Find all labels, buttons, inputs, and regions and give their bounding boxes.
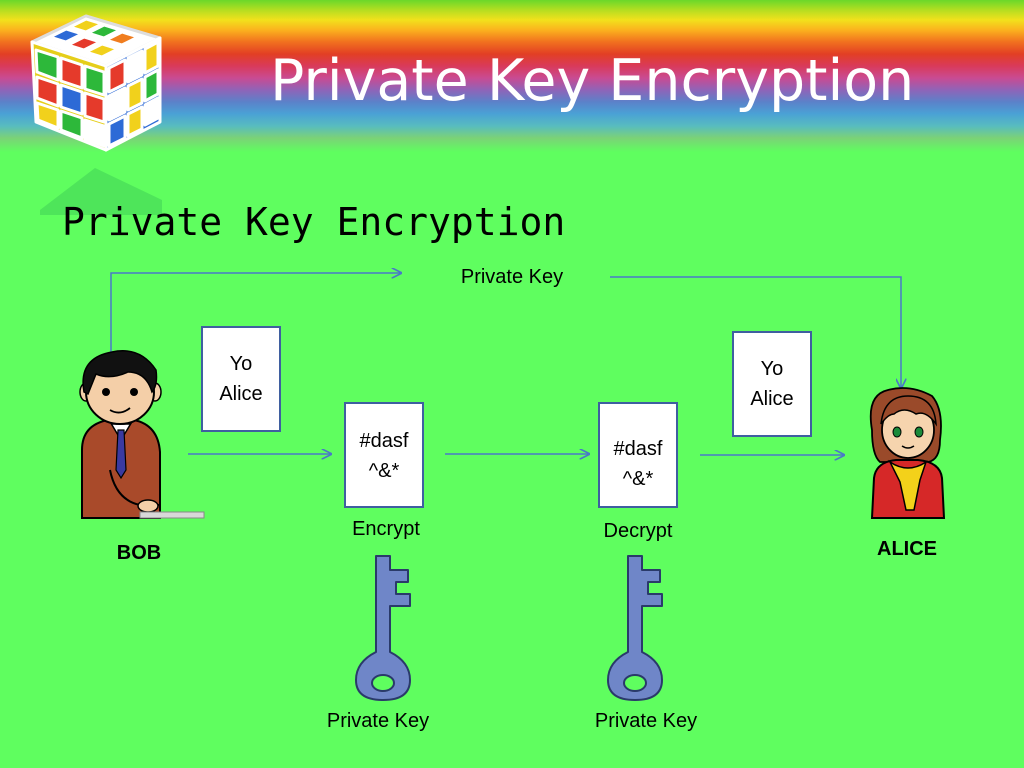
ciphertext-card-decrypt: #dasf ^&*: [598, 402, 678, 508]
slide-title: Private Key Encryption: [270, 48, 915, 114]
slide-subtitle: Private Key Encryption: [62, 200, 566, 244]
ciphertext-encrypt-line2: ^&*: [368, 460, 400, 482]
plaintext-sent-line1: Yo: [229, 353, 253, 375]
plaintext-card-received: Yo Alice: [732, 331, 812, 437]
sender-name: BOB: [116, 542, 162, 564]
plaintext-received-line2: Alice: [750, 388, 794, 410]
ciphertext-encrypt-line1: #dasf: [359, 430, 409, 452]
ciphertext-decrypt-line2: ^&*: [622, 468, 654, 490]
ciphertext-card-encrypt: #dasf ^&*: [344, 402, 424, 508]
encrypt-label: Encrypt: [352, 518, 420, 540]
rainbow-banner: [0, 0, 1024, 152]
key-share-arrow-left: [110, 273, 401, 375]
plaintext-sent-line2: Alice: [219, 383, 263, 405]
encrypt-key-label: Private Key: [326, 710, 430, 732]
ciphertext-decrypt-line1: #dasf: [613, 438, 663, 460]
plaintext-received-line1: Yo: [760, 358, 784, 380]
receiver-name: ALICE: [877, 538, 937, 560]
decrypt-key-label: Private Key: [594, 710, 698, 732]
top-key-label: Private Key: [460, 266, 564, 288]
decrypt-label: Decrypt: [603, 520, 673, 542]
key-share-arrow-right: [610, 276, 901, 388]
plaintext-card-sent: Yo Alice: [201, 326, 281, 432]
